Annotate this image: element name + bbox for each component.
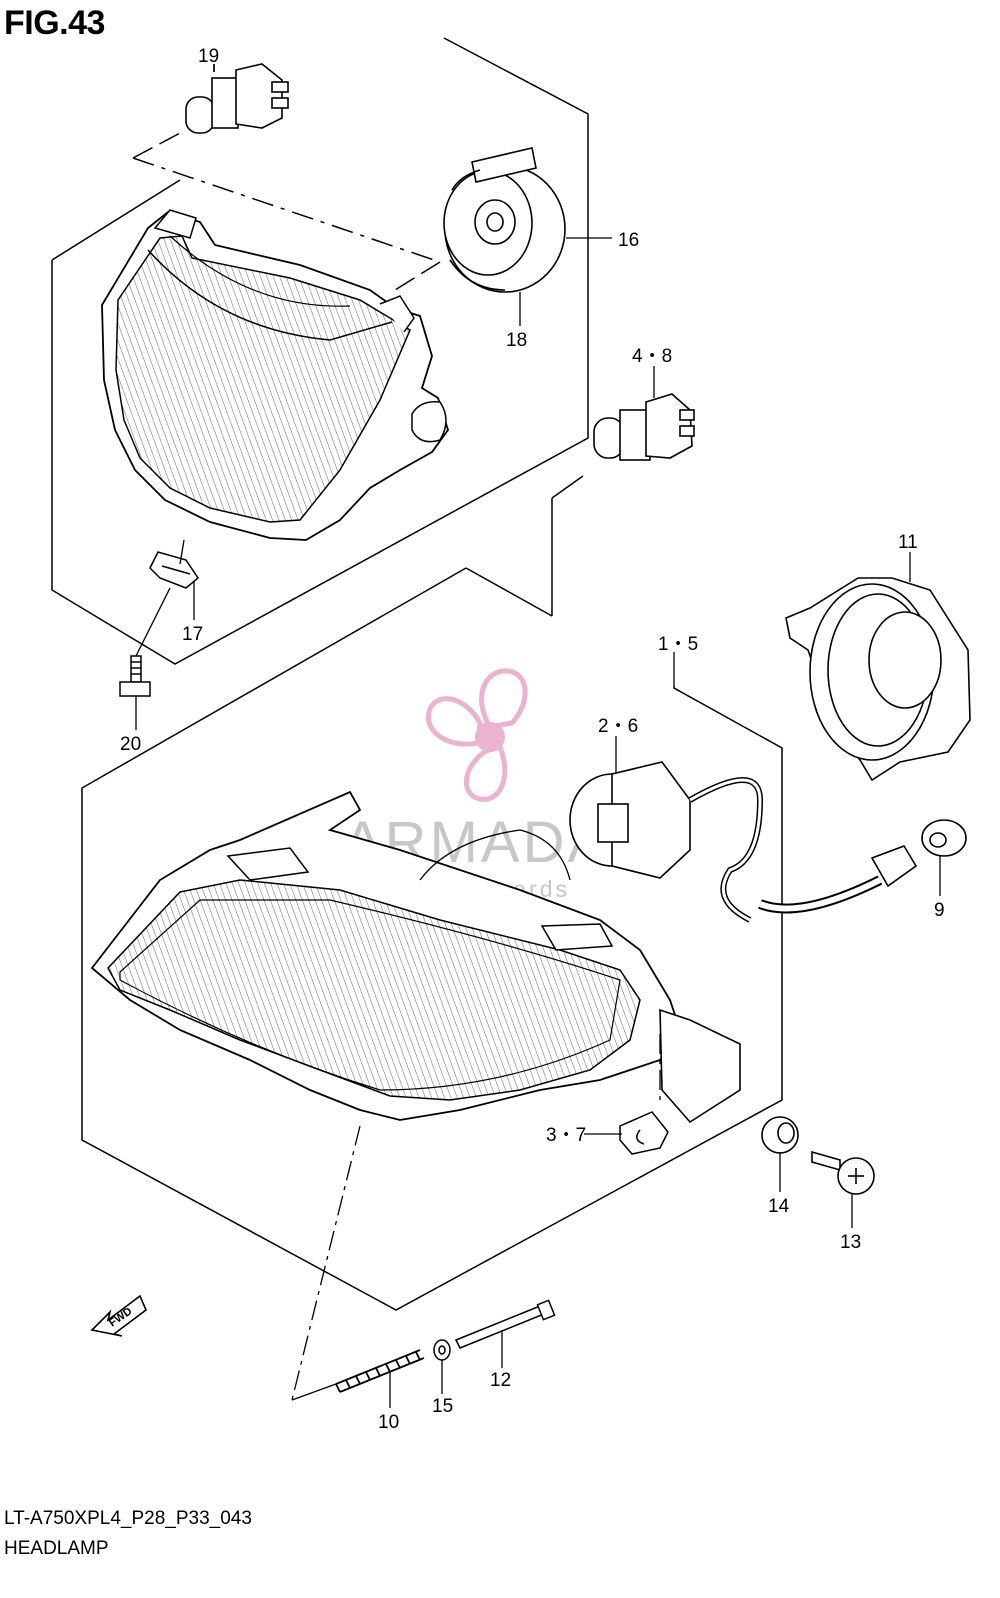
callout-2-6: 2・6 — [598, 716, 638, 737]
bolt-20-icon — [119, 655, 151, 697]
callout-16: 16 — [618, 230, 639, 251]
leader-lines — [135, 64, 941, 1408]
grommet-14-icon — [761, 1116, 799, 1154]
callout-11: 11 — [898, 532, 918, 553]
bulb-19-icon — [185, 63, 289, 134]
callout-14: 14 — [768, 1196, 790, 1217]
adjusting-screw-12-icon — [454, 1299, 556, 1349]
callout-18: 18 — [506, 330, 527, 351]
callout-12: 12 — [490, 1370, 511, 1391]
callout-1-5: 1・5 — [658, 634, 698, 655]
lower-assembly-frame — [81, 475, 783, 1311]
callout-3-7: 3・7 — [546, 1125, 586, 1146]
washer-15-icon — [433, 1339, 451, 1361]
upper-assembly-frame — [51, 37, 589, 665]
socket-2-6-icon — [569, 761, 918, 923]
upper-headlamp-body-icon — [101, 209, 449, 541]
callout-15: 15 — [432, 1396, 453, 1417]
spring-10-icon — [335, 1349, 425, 1393]
callout-19: 19 — [198, 46, 219, 67]
callout-17: 17 — [182, 624, 203, 645]
clip-17-icon — [149, 551, 199, 589]
section-name: HEADLAMP — [4, 1538, 109, 1559]
watermark-logo-icon — [426, 668, 528, 802]
figure-title: FIG.43 — [4, 4, 105, 42]
callout-20: 20 — [120, 734, 141, 755]
callout-10: 10 — [378, 1412, 399, 1433]
clip-3-7-icon — [619, 1111, 669, 1155]
callout-9: 9 — [934, 900, 945, 921]
model-code: LT-A750XPL4_P28_P33_043 — [4, 1508, 252, 1529]
socket-ring-16-icon — [443, 147, 566, 293]
callout-4-8: 4・8 — [632, 346, 672, 367]
grommet-9-icon — [921, 819, 967, 857]
screw-13-icon — [811, 1150, 875, 1195]
lower-headlamp-body-icon — [90, 790, 741, 1124]
adapter-ring-11-icon — [785, 577, 971, 782]
callout-13: 13 — [840, 1232, 861, 1253]
bulb-4-8-icon — [593, 393, 695, 461]
fwd-arrow-icon: FWD — [90, 1294, 147, 1337]
